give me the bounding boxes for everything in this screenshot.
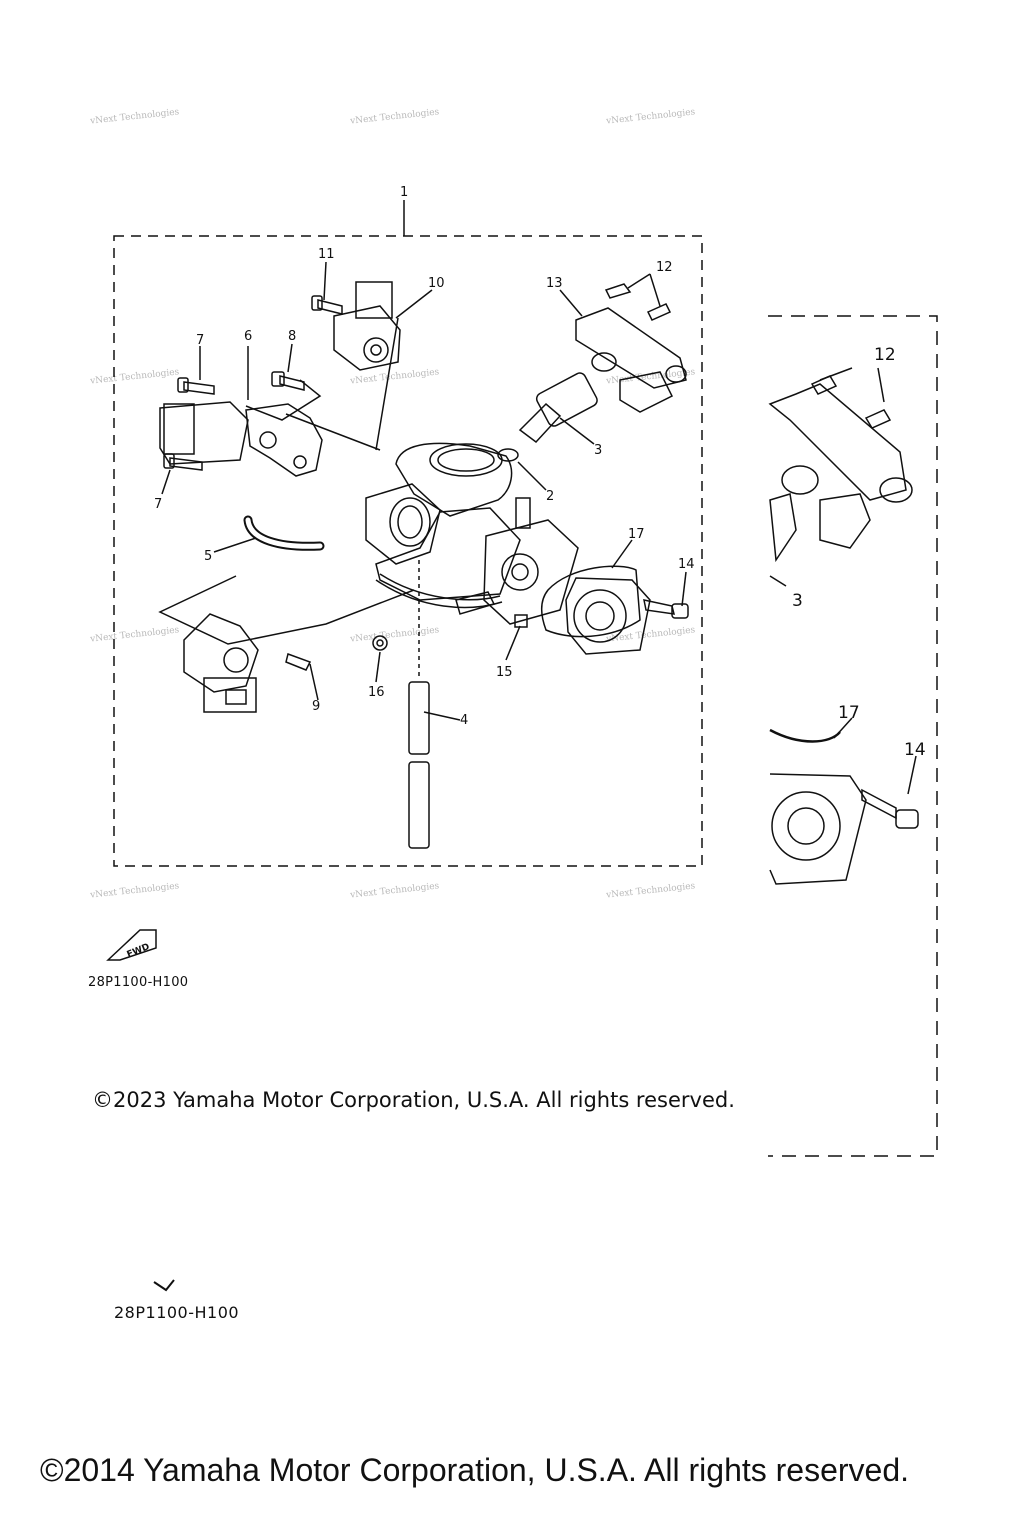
callout-5: 5 bbox=[204, 549, 212, 564]
part-code: 28P1100-H100 bbox=[88, 975, 189, 990]
inset-callout-17: 17 bbox=[838, 703, 860, 723]
callout-2: 2 bbox=[546, 489, 554, 504]
callout-16: 16 bbox=[368, 685, 385, 700]
copyright-2014: ©2014 Yamaha Motor Corporation, U.S.A. A… bbox=[40, 1452, 910, 1488]
fwd-label: FWD bbox=[126, 942, 152, 960]
fwd-arrow-icon bbox=[106, 929, 157, 961]
callout-10: 10 bbox=[428, 276, 445, 291]
callout-6: 6 bbox=[244, 329, 252, 344]
callout-11: 11 bbox=[318, 247, 335, 262]
callout-4: 4 bbox=[460, 713, 468, 728]
callout-1: 1 bbox=[400, 185, 408, 200]
inset-callout-3: 3 bbox=[792, 591, 803, 611]
copyright-2023: ©2023 Yamaha Motor Corporation, U.S.A. A… bbox=[92, 1088, 735, 1112]
inset-frame bbox=[768, 315, 938, 1157]
callout-7b: 7 bbox=[154, 497, 162, 512]
callout-9: 9 bbox=[312, 699, 320, 714]
callout-3: 3 bbox=[594, 443, 602, 458]
callout-17: 17 bbox=[628, 527, 645, 542]
inset-callout-12: 12 bbox=[874, 345, 896, 365]
callout-14: 14 bbox=[678, 557, 695, 572]
callout-13: 13 bbox=[546, 276, 563, 291]
callout-15: 15 bbox=[496, 665, 513, 680]
part-code-echo: 28P1100-H100 bbox=[114, 1303, 240, 1322]
callout-7a: 7 bbox=[196, 333, 204, 348]
callout-12: 12 bbox=[656, 260, 673, 275]
arrow-fragment-icon bbox=[153, 1279, 175, 1292]
callout-8: 8 bbox=[288, 329, 296, 344]
inset-callout-14: 14 bbox=[904, 740, 926, 760]
assembly-frame bbox=[113, 235, 703, 867]
